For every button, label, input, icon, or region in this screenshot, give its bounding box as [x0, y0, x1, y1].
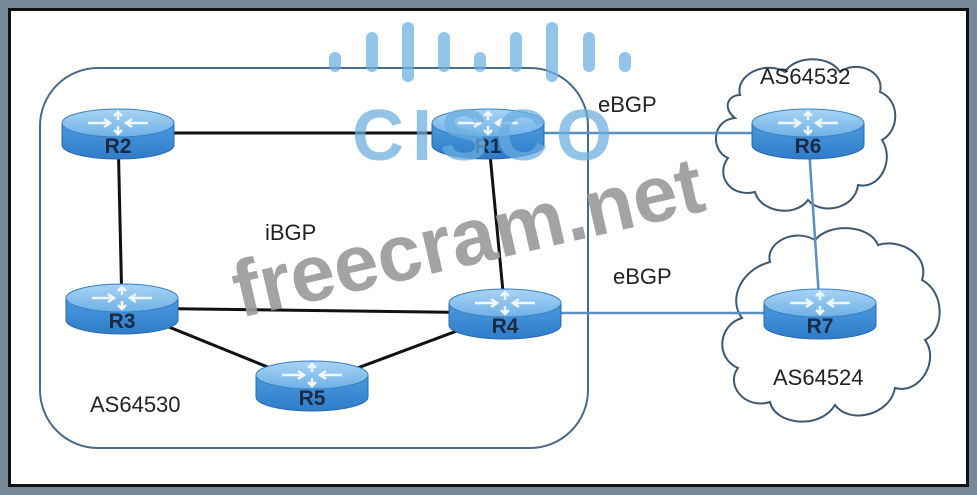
- router-label: R2: [105, 135, 132, 158]
- router-label: R5: [299, 387, 326, 410]
- cisco-logo-bars: [329, 22, 631, 82]
- router-r1[interactable]: R1: [431, 108, 545, 160]
- cisco-logo-watermark: CISCO: [329, 22, 631, 176]
- cisco-logo-bar: [474, 52, 486, 72]
- router-arrows-icon: [790, 290, 850, 316]
- router-label: R7: [807, 315, 834, 338]
- as64530-boundary: [39, 67, 589, 449]
- router-r3[interactable]: R3: [65, 283, 179, 335]
- as64530-label: AS64530: [90, 392, 181, 417]
- router-arrows-icon: [282, 362, 342, 388]
- ibgp-label: iBGP: [265, 220, 316, 245]
- ebgp-label-lower: eBGP: [613, 264, 672, 289]
- router-label: R1: [475, 135, 502, 158]
- as64524-label: AS64524: [773, 365, 864, 390]
- router-r5[interactable]: R5: [255, 360, 369, 412]
- router-arrows-icon: [458, 110, 518, 136]
- cisco-logo-bar: [366, 32, 378, 72]
- router-label: R3: [109, 310, 136, 333]
- cisco-logo-bar: [546, 22, 558, 82]
- as64532-label: AS64532: [760, 64, 851, 89]
- router-label: R4: [492, 315, 519, 338]
- router-top: [255, 360, 369, 390]
- router-r4[interactable]: R4: [448, 288, 562, 340]
- router-top: [65, 283, 179, 313]
- router-arrows-icon: [475, 290, 535, 316]
- router-r7[interactable]: R7: [763, 288, 877, 340]
- cisco-logo-bar: [438, 32, 450, 72]
- router-arrows-icon: [778, 110, 838, 136]
- router-top: [763, 288, 877, 318]
- link-r6-r7: [806, 132, 822, 314]
- link-r1-r4: [486, 132, 507, 314]
- router-top: [431, 108, 545, 138]
- router-top: [751, 108, 865, 138]
- cisco-logo-bar: [329, 52, 341, 72]
- router-label: R6: [795, 135, 822, 158]
- cisco-logo-bar: [583, 32, 595, 72]
- link-r2-r3: [116, 132, 124, 309]
- router-arrows-icon: [88, 110, 148, 136]
- link-r3-r4: [121, 306, 506, 315]
- router-r6[interactable]: R6: [751, 108, 865, 160]
- ebgp-label-upper: eBGP: [598, 92, 657, 117]
- cisco-logo-bar: [510, 32, 522, 72]
- cisco-logo-text: CISCO: [352, 96, 620, 176]
- router-arrows-icon: [92, 285, 152, 311]
- router-r2[interactable]: R2: [61, 108, 175, 160]
- router-top: [448, 288, 562, 318]
- cisco-logo-bar: [619, 52, 631, 72]
- router-top: [61, 108, 175, 138]
- cisco-logo-bar: [402, 22, 414, 82]
